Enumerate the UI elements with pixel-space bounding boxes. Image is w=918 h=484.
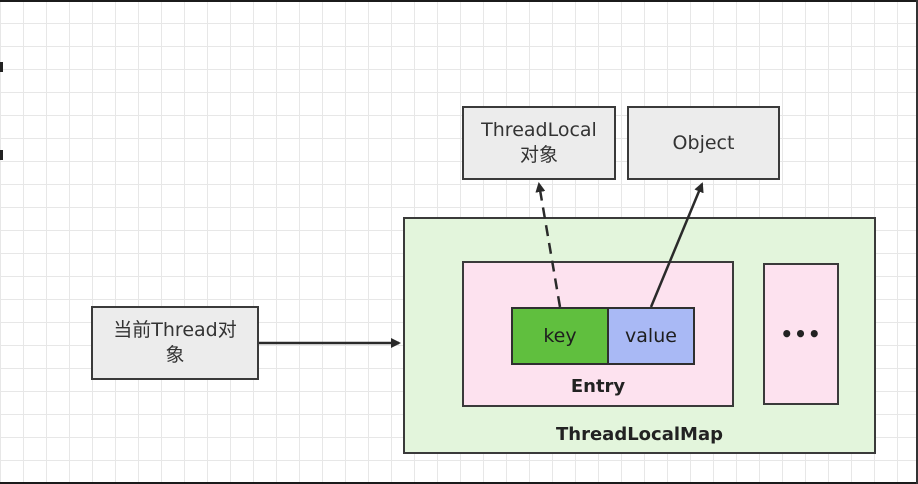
value-label: value [625, 325, 677, 347]
threadlocal-object-line1: ThreadLocal [481, 119, 597, 142]
key-to-threadlocal-arrow [535, 182, 562, 308]
ellipsis-label: ••• [780, 322, 822, 346]
key-label: key [543, 325, 577, 347]
current-thread-object-box: 当前Thread对 象 [91, 306, 259, 380]
object-label: Object [672, 131, 735, 154]
object-box: Object [627, 106, 780, 180]
more-entries-box: ••• [763, 263, 839, 405]
frame-bottom-border [0, 482, 918, 484]
frame-right-border [916, 0, 918, 484]
threadlocalmap-label: ThreadLocalMap [556, 424, 723, 445]
key-cell: key [511, 307, 609, 365]
current-thread-line1: 当前Thread对 [113, 319, 237, 342]
value-to-object-arrow [649, 182, 704, 308]
threadlocal-object-box: ThreadLocal 对象 [462, 106, 616, 180]
current-thread-line2: 象 [165, 344, 185, 366]
entry-label: Entry [570, 376, 626, 397]
value-cell: value [607, 307, 695, 365]
threadlocal-object-line2: 对象 [519, 144, 558, 166]
frame-top-border [0, 0, 918, 2]
